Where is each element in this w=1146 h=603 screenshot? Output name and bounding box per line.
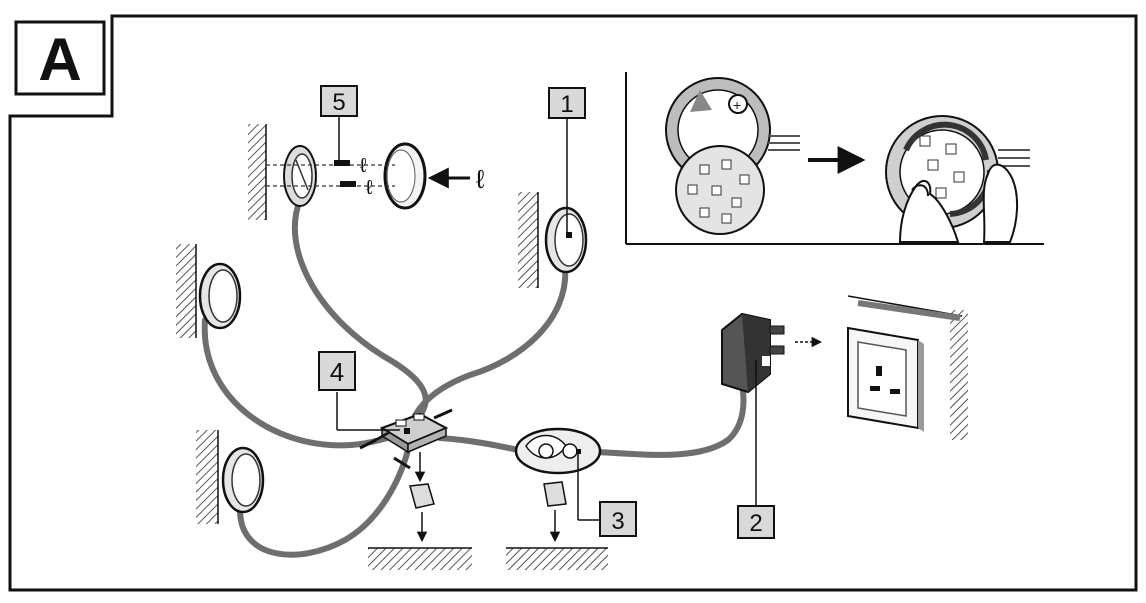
svg-text:1: 1 (560, 91, 573, 118)
svg-text:2: 2 (749, 510, 762, 537)
plug-adapter-icon (721, 312, 823, 394)
callout-3: 3 (599, 501, 637, 537)
inset-panel: + (625, 72, 1044, 245)
svg-text:ℓ: ℓ (476, 164, 485, 194)
svg-text:3: 3 (611, 508, 624, 535)
callout-5: 5 (320, 85, 358, 117)
callout-4: 4 (318, 351, 356, 391)
cables (201, 197, 747, 558)
svg-text:4: 4 (330, 357, 344, 387)
walls (176, 124, 968, 570)
alignment-dashes (266, 164, 395, 187)
callout-leaders (336, 116, 757, 521)
wall-socket-icon (847, 326, 924, 432)
svg-text:5: 5 (332, 89, 345, 116)
svg-text:ℓ: ℓ (360, 155, 367, 177)
screw-icon: ℓ ℓ ℓ (334, 155, 485, 199)
light-5-cover (383, 142, 427, 210)
led-board-icon (675, 145, 765, 235)
adhesive-pad-icon (409, 452, 435, 543)
diagram-frame (8, 14, 1138, 592)
light-1 (544, 206, 588, 274)
panel-label: A (14, 20, 106, 96)
svg-text:+: + (733, 97, 741, 113)
light-left-middle (198, 262, 242, 330)
adhesive-pad-icon (543, 481, 567, 543)
callout-2: 2 (737, 505, 775, 539)
panel-letter: A (38, 26, 81, 93)
housing-assembled-icon (885, 115, 1030, 229)
callout-1: 1 (548, 87, 586, 119)
distributor-block-icon (359, 408, 453, 470)
svg-text:ℓ: ℓ (366, 177, 373, 199)
inline-switch-icon (514, 427, 602, 475)
light-5-backplate (283, 145, 317, 207)
hand-icon (898, 163, 1019, 243)
light-bottom-left (221, 446, 265, 514)
